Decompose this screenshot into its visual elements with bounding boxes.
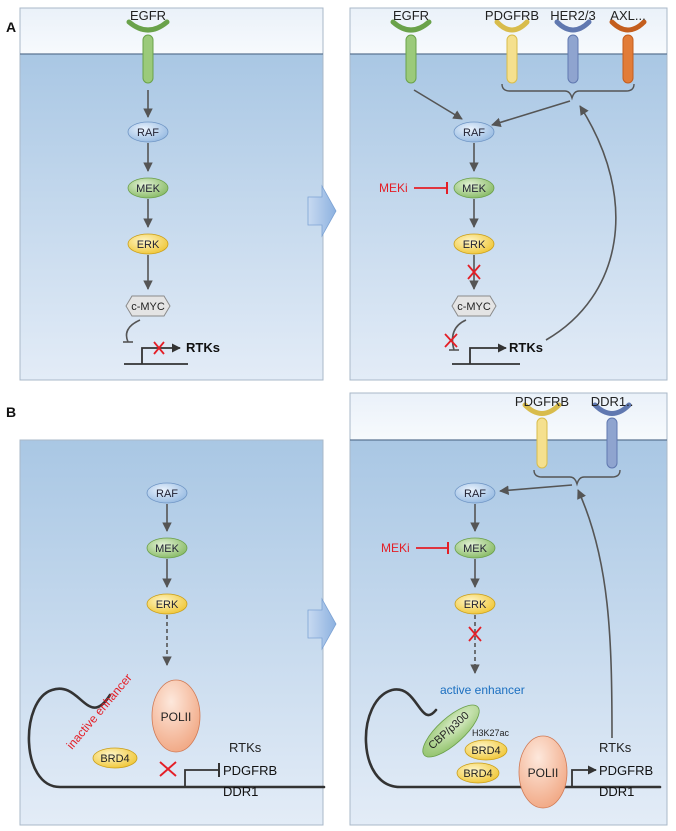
a-right-feedback-arrow [545,105,617,341]
b-right-receptor-brace [533,469,621,487]
a-right-rtks-label: RTKs [509,340,543,355]
a-right-axl-label: AXL... [610,8,645,23]
cell-b-left [19,439,324,826]
cell-a-left [19,7,324,381]
a-left-myc-label: c-MYC [131,301,165,313]
a-right-meki-label: MEKi [379,181,408,195]
b-right-brd4-label-1: BRD4 [471,745,500,757]
a-left-mek-node [127,177,169,199]
b-left-erk-node [146,593,188,615]
a-right-her-label: HER2/3 [550,8,596,23]
a-left-egfr-label: EGFR [130,8,166,23]
b-right-enhancer-label: active enhancer [440,683,525,697]
a-right-axl-receptor [609,19,647,84]
b-right-brd4-node-2 [456,762,500,784]
a-right-brace-to-raf [491,100,571,128]
b-left-gene-pdgfrb: PDGFRB [223,763,277,778]
a-left-myc-node [125,295,171,317]
b-right-brace-to-raf [499,484,573,496]
a-right-myc-node [451,295,497,317]
a-right-myc-label: c-MYC [457,301,491,313]
b-right-pdgfrb-receptor [522,402,562,469]
a-right-myc-inhibition [449,319,467,351]
a-right-erk-block-cross [467,264,481,280]
b-right-h3k27ac-label: H3K27ac [472,728,510,738]
b-right-brd4-label-2: BRD4 [463,768,492,780]
b-left-gene-promoter-blocked [184,763,220,787]
a-left-rtks-label: RTKs [186,340,220,355]
b-right-pdgfrb-label: PDGFRB [515,394,569,409]
b-right-rtks-label: RTKs [599,740,632,755]
b-left-mek-node [146,537,188,559]
b-left-mek-label: MEK [155,543,180,555]
a-right-pdgfrb-receptor [494,19,530,84]
a-right-meki-inhibition [414,182,448,194]
a-left-egfr-receptor [126,19,170,84]
b-left-erk-label: ERK [156,599,179,611]
b-left-brd4-node [92,747,138,769]
b-left-gene-ddr1: DDR1 [223,784,258,799]
a-right-raf-label: RAF [463,127,485,139]
b-right-gene-pdgfrb: PDGFRB [599,763,653,778]
b-right-erk-node [454,593,496,615]
transition-arrow-b [307,597,337,651]
a-right-erk-node [453,233,495,255]
b-left-rtks-label: RTKs [229,740,262,755]
b-right-cbp-node [422,704,480,758]
b-left-raf-node [146,482,188,504]
b-left-brd4-label: BRD4 [100,753,129,765]
b-right-meki-label: MEKi [381,541,410,555]
b-left-raf-label: RAF [156,488,178,500]
a-right-receptor-brace [501,83,635,101]
a-left-raf-node [127,121,169,143]
a-right-mek-node [453,177,495,199]
a-left-erk-node [127,233,169,255]
b-left-polii-label: POLII [161,710,192,724]
a-left-mek-label: MEK [136,183,161,195]
b-right-meki-inhibition [416,542,449,554]
b-right-brd4-node-1 [464,739,508,761]
b-right-polii-label: POLII [528,766,559,780]
a-right-raf-node [453,121,495,143]
panel-b-label: B [6,404,16,420]
a-right-her-receptor [554,19,592,84]
b-right-mek-node [454,537,496,559]
b-right-ddr1-label: DDR1.. [591,394,634,409]
b-right-gene-promoter [571,765,597,787]
a-right-gene-promoter [452,343,520,365]
b-right-erk-label: ERK [464,599,487,611]
b-right-raf-label: RAF [464,488,486,500]
b-right-dna-loop [364,688,662,789]
a-right-pdgfrb-label: PDGFRB [485,8,539,23]
a-right-myc-block-cross [444,333,458,348]
a-right-erk-label: ERK [463,239,486,251]
panel-a-label: A [6,19,16,35]
cell-a-right [349,7,668,381]
a-right-mek-label: MEK [462,183,487,195]
b-right-ddr1-receptor [592,402,632,469]
b-right-gene-ddr1: DDR1 [599,784,634,799]
a-left-gene-promoter [124,343,188,365]
b-right-erk-block-cross [468,626,482,642]
b-right-mek-label: MEK [463,543,488,555]
transition-arrow-a [307,184,337,238]
a-right-egfr-to-raf [413,89,463,120]
a-right-egfr-label: EGFR [393,8,429,23]
a-left-raf-label: RAF [137,127,159,139]
a-left-myc-inhibition [123,319,141,343]
b-left-block-cross [159,761,177,777]
a-right-egfr-receptor [390,19,432,84]
b-right-feedback-arrow [577,489,613,739]
b-left-polii-node [151,679,201,753]
b-right-raf-node [454,482,496,504]
a-left-block-cross [153,341,165,355]
cell-b-right [349,392,668,826]
b-right-polii-node [518,735,568,809]
b-left-dna-loop [27,687,326,789]
a-left-erk-label: ERK [137,239,160,251]
